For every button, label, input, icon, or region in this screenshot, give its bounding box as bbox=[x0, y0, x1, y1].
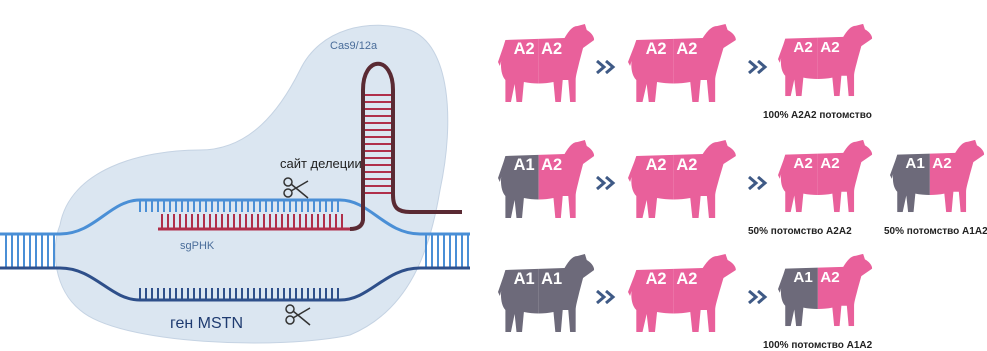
allele-label: A2 bbox=[541, 40, 562, 59]
allele-label: A1 bbox=[541, 270, 562, 289]
allele-label: A2 bbox=[646, 156, 667, 175]
offspring-cow: A1 A2 bbox=[778, 252, 874, 328]
allele-label: A1 bbox=[793, 269, 812, 286]
allele-label: A1 bbox=[514, 270, 535, 289]
allele-label: A2 bbox=[932, 155, 951, 172]
offspring-cow: A2 A2 bbox=[778, 22, 874, 98]
allele-label: A2 bbox=[820, 269, 839, 286]
chevron-right-icon bbox=[748, 176, 770, 190]
parent-cow: A1 A1 bbox=[498, 252, 596, 334]
offspring-caption: 100% A2A2 потомство bbox=[763, 110, 872, 121]
offspring-cow: A1 A2 bbox=[890, 138, 986, 214]
chevron-right-icon bbox=[596, 176, 618, 190]
allele-label: A2 bbox=[676, 270, 697, 289]
allele-label: A2 bbox=[793, 39, 812, 56]
allele-label: A2 bbox=[676, 40, 697, 59]
allele-label: A2 bbox=[646, 40, 667, 59]
gene-label: ген MSTN bbox=[170, 315, 243, 333]
parent-cow: A2 A2 bbox=[628, 22, 738, 104]
offspring-caption: 100% потомство A1A2 bbox=[763, 340, 872, 351]
crispr-diagram bbox=[0, 0, 470, 351]
parent-cow: A2 A2 bbox=[628, 252, 738, 334]
chevron-right-icon bbox=[596, 290, 618, 304]
allele-label: A2 bbox=[676, 156, 697, 175]
parent-cow: A2 A2 bbox=[628, 138, 738, 220]
allele-label: A2 bbox=[514, 40, 535, 59]
guide-rna-label: sgPHK bbox=[180, 240, 214, 252]
allele-label: A1 bbox=[514, 156, 535, 175]
allele-label: A2 bbox=[646, 270, 667, 289]
chevron-right-icon bbox=[748, 60, 770, 74]
chevron-right-icon bbox=[748, 290, 770, 304]
chevron-right-icon bbox=[596, 60, 618, 74]
deletion-site-label: сайт делеции bbox=[280, 156, 362, 171]
allele-label: A1 bbox=[905, 155, 924, 172]
allele-label: A2 bbox=[793, 155, 812, 172]
offspring-cow: A2 A2 bbox=[778, 138, 874, 214]
parent-cow: A2 A2 bbox=[498, 22, 596, 104]
allele-label: A2 bbox=[541, 156, 562, 175]
offspring-caption: 50% потомство A1A2 bbox=[884, 226, 987, 237]
allele-label: A2 bbox=[820, 39, 839, 56]
parent-cow: A1 A2 bbox=[498, 138, 596, 220]
offspring-caption: 50% потомство A2A2 bbox=[748, 226, 852, 237]
enzyme-label: Cas9/12a bbox=[330, 40, 377, 52]
allele-label: A2 bbox=[820, 155, 839, 172]
